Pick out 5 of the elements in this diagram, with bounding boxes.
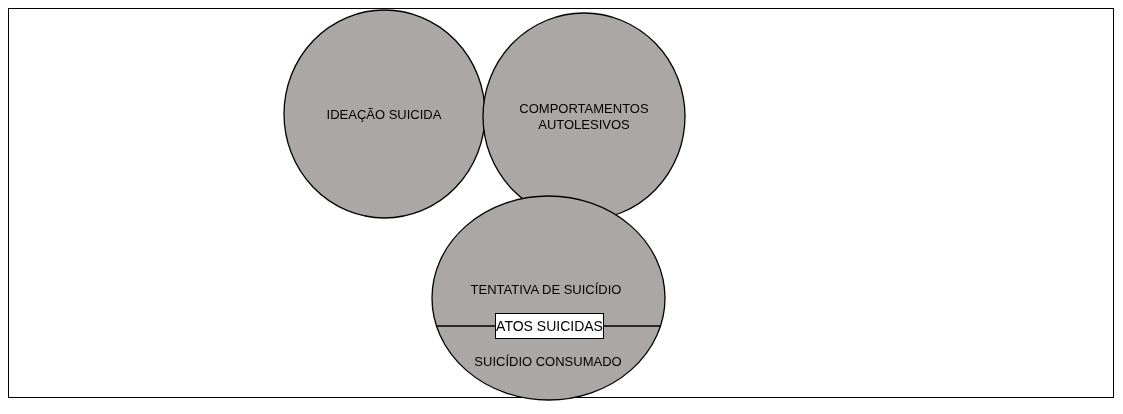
ellipse-label: SUICÍDIO CONSUMADO (474, 354, 622, 369)
ellipse-label: TENTATIVA DE SUICÍDIO (470, 282, 622, 297)
label-box: ATOS SUICIDAS (495, 313, 604, 339)
ellipse-label: IDEAÇÃO SUICIDA (326, 107, 442, 122)
ellipse-label: COMPORTAMENTOS AUTOLESIVOS (518, 101, 650, 133)
